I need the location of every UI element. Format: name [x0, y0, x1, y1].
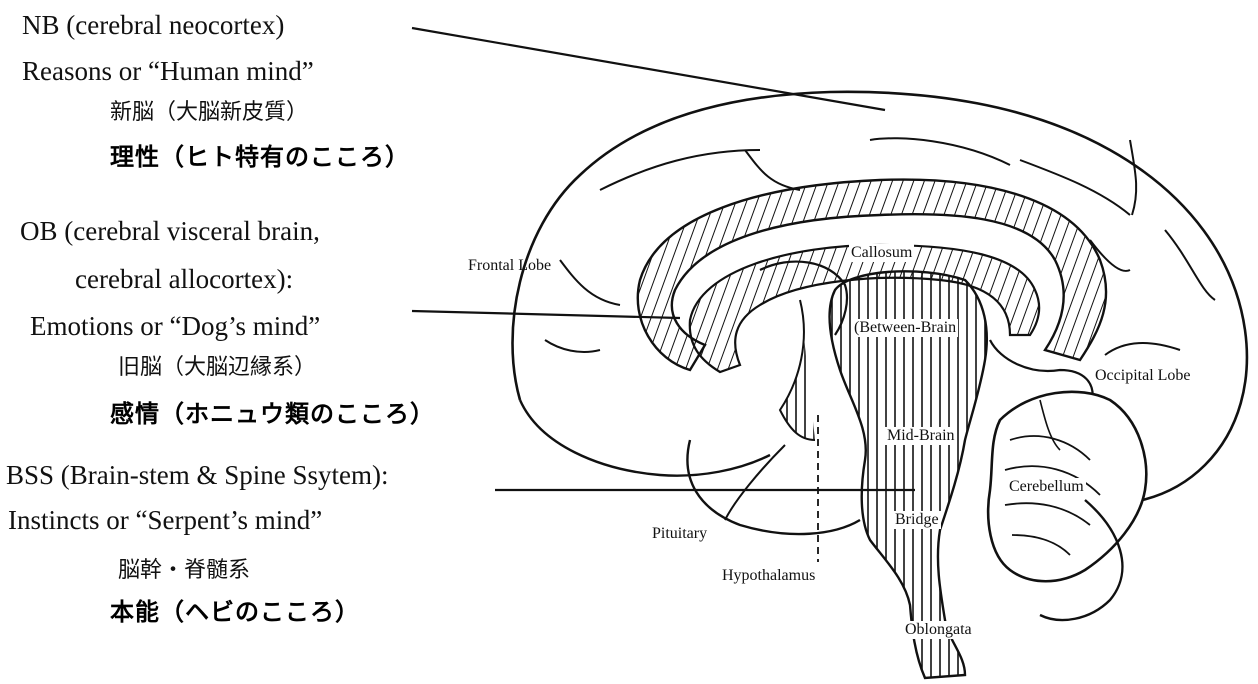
ob-jp-name: 旧脳（大脳辺縁系） [118, 357, 316, 379]
label-cerebellum: Cerebellum [1007, 478, 1086, 496]
ob-jp-meaning: 感情（ホニュウ類のこころ） [110, 402, 435, 426]
bss-description: Instincts or “Serpent’s mind” [8, 507, 322, 534]
label-hypothalamus: Hypothalamus [722, 568, 815, 584]
pituitary-stalk [725, 445, 785, 520]
nb-jp-meaning: 理性（ヒト特有のこころ） [110, 145, 410, 169]
sulcus-10 [1105, 343, 1180, 355]
sulcus-3 [870, 138, 1010, 165]
sulcus-2 [745, 150, 800, 190]
sulcus-6 [1165, 230, 1215, 300]
sulcus-9 [545, 340, 600, 352]
ob-description: Emotions or “Dog’s mind” [30, 313, 320, 340]
nb-pointer-line [412, 28, 885, 110]
label-occipital-lobe: Occipital Lobe [1095, 368, 1191, 384]
septum [780, 300, 815, 440]
ob-title: OB (cerebral visceral brain, [20, 218, 320, 245]
sulcus-8 [560, 260, 620, 305]
nb-jp-name: 新脳（大脳新皮質） [110, 102, 308, 124]
nb-description: Reasons or “Human mind” [22, 58, 314, 85]
frontal-base-outline [520, 400, 770, 476]
sulcus-1 [600, 150, 760, 190]
label-frontal-lobe: Frontal Lobe [468, 258, 551, 274]
label-oblongata: Oblongata [903, 621, 974, 639]
label-pituitary: Pituitary [652, 526, 707, 542]
bss-title: BSS (Brain-stem & Spine Ssytem): [6, 462, 389, 489]
bss-jp-name: 脳幹・脊髄系 [118, 560, 250, 582]
bss-jp-meaning: 本能（ヘビのこころ） [110, 600, 360, 624]
label-mid-brain: Mid-Brain [885, 427, 957, 445]
sulcus-5 [1130, 140, 1136, 215]
ob-subtitle: cerebral allocortex): [75, 266, 293, 293]
label-between-brain: (Between-Brain [852, 319, 958, 337]
label-callosum: Callosum [849, 244, 914, 262]
label-bridge: Bridge [893, 511, 941, 529]
temporal-lobe-outline [687, 440, 860, 534]
nb-title: NB (cerebral neocortex) [22, 12, 284, 39]
